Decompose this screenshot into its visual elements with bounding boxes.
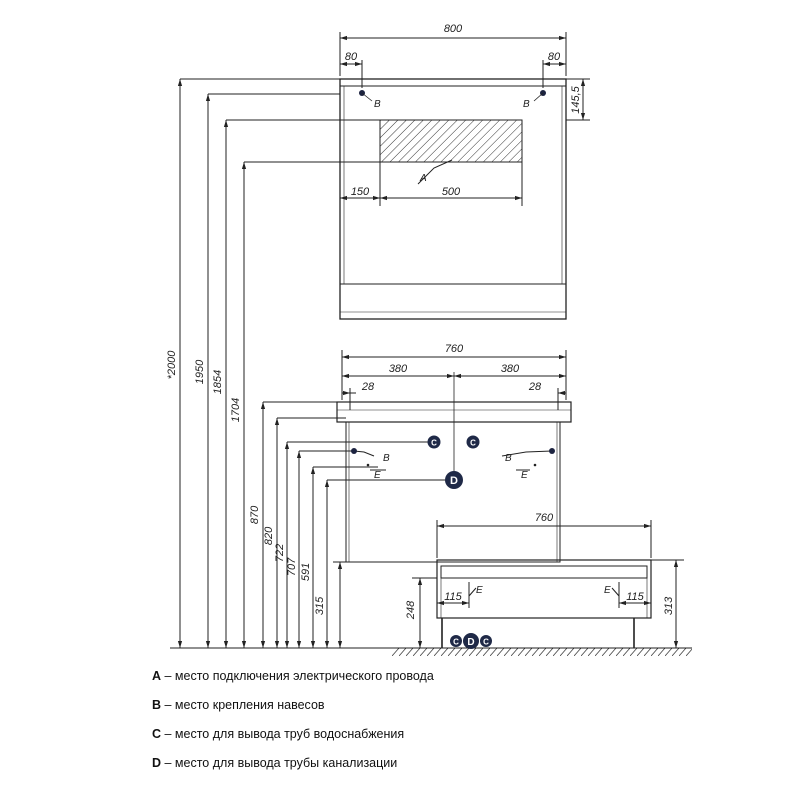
svg-text:C: C [453, 638, 459, 647]
dim-base-side-right: 115 [626, 591, 644, 603]
dim-base-height-left: 248 [405, 600, 417, 620]
svg-text:D: D [467, 637, 474, 648]
marker-e-base-left: E [476, 585, 483, 596]
svg-text:B: B [505, 453, 512, 464]
marker-d-sink: D [445, 471, 463, 489]
marker-c-sink-left: C [427, 435, 441, 449]
marker-c-floor-right: C [480, 635, 492, 647]
marker-c-floor-left: C [450, 635, 462, 647]
base-cabinet [436, 559, 652, 648]
dim-mirror-top-offset: 145,5 [570, 85, 582, 113]
svg-text:C: C [431, 439, 437, 448]
svg-text:E: E [604, 585, 611, 596]
svg-text:E: E [374, 470, 381, 481]
svg-text:D: D [450, 475, 458, 487]
marker-b-mirror-right: B [523, 90, 546, 110]
dim-height-591: 591 [300, 563, 312, 581]
dim-sink-half-right: 380 [501, 363, 520, 375]
dim-height-820: 820 [263, 526, 275, 545]
dim-mirror-side-right: 80 [548, 51, 561, 63]
dim-sink-width: 760 [445, 343, 464, 355]
marker-e-sink-left: E [366, 463, 381, 481]
dim-height-707: 707 [286, 557, 298, 576]
marker-b-sink-right: B [505, 448, 555, 464]
dim-sink-edge-left: 28 [361, 381, 375, 393]
dim-height-870: 870 [249, 505, 261, 524]
svg-text:E: E [521, 470, 528, 481]
svg-text:B: B [523, 99, 530, 110]
marker-c-sink-right: C [466, 435, 480, 449]
dim-height-1950: 1950 [194, 359, 206, 384]
legend-item-c: C – место для вывода труб водоснабжения [152, 727, 405, 741]
dim-height-1854: 1854 [212, 370, 224, 394]
marker-e-base-right: E [604, 585, 611, 596]
legend: A – место подключения электрического про… [152, 668, 434, 784]
svg-text:C: C [483, 638, 489, 647]
legend-item-b: B – место крепления навесов [152, 698, 325, 712]
svg-text:B: B [374, 99, 381, 110]
dim-height-1704: 1704 [230, 398, 242, 422]
svg-text:B: B [383, 453, 390, 464]
dim-sink-half-left: 380 [389, 363, 408, 375]
dim-sink-edge-right: 28 [528, 381, 542, 393]
marker-d-floor: D [463, 633, 479, 649]
dim-socket-width: 500 [442, 186, 461, 198]
dim-mirror-width: 800 [444, 23, 463, 35]
dim-socket-offset: 150 [351, 186, 370, 198]
socket-zone-hatched [379, 119, 523, 163]
dim-height-total: *2000 [166, 350, 178, 380]
floor-line [170, 647, 692, 656]
mirror-cabinet [339, 78, 567, 320]
legend-item-d: D – место для вывода трубы канализации [152, 756, 398, 770]
marker-e-sink-right: E [521, 463, 537, 481]
marker-b-mirror-left: B [359, 90, 381, 110]
marker-b-sink-left: B [351, 448, 390, 464]
dim-height-315: 315 [314, 596, 326, 615]
dim-mirror-side-left: 80 [345, 51, 358, 63]
svg-text:E: E [476, 585, 483, 596]
dim-base-side-left: 115 [444, 591, 462, 603]
legend-item-a: A – место подключения электрического про… [152, 669, 434, 683]
dim-height-722: 722 [274, 544, 286, 562]
dim-base-width: 760 [535, 512, 554, 524]
svg-text:C: C [470, 439, 476, 448]
marker-a: A [419, 173, 427, 184]
dim-base-height-right: 313 [663, 596, 675, 615]
